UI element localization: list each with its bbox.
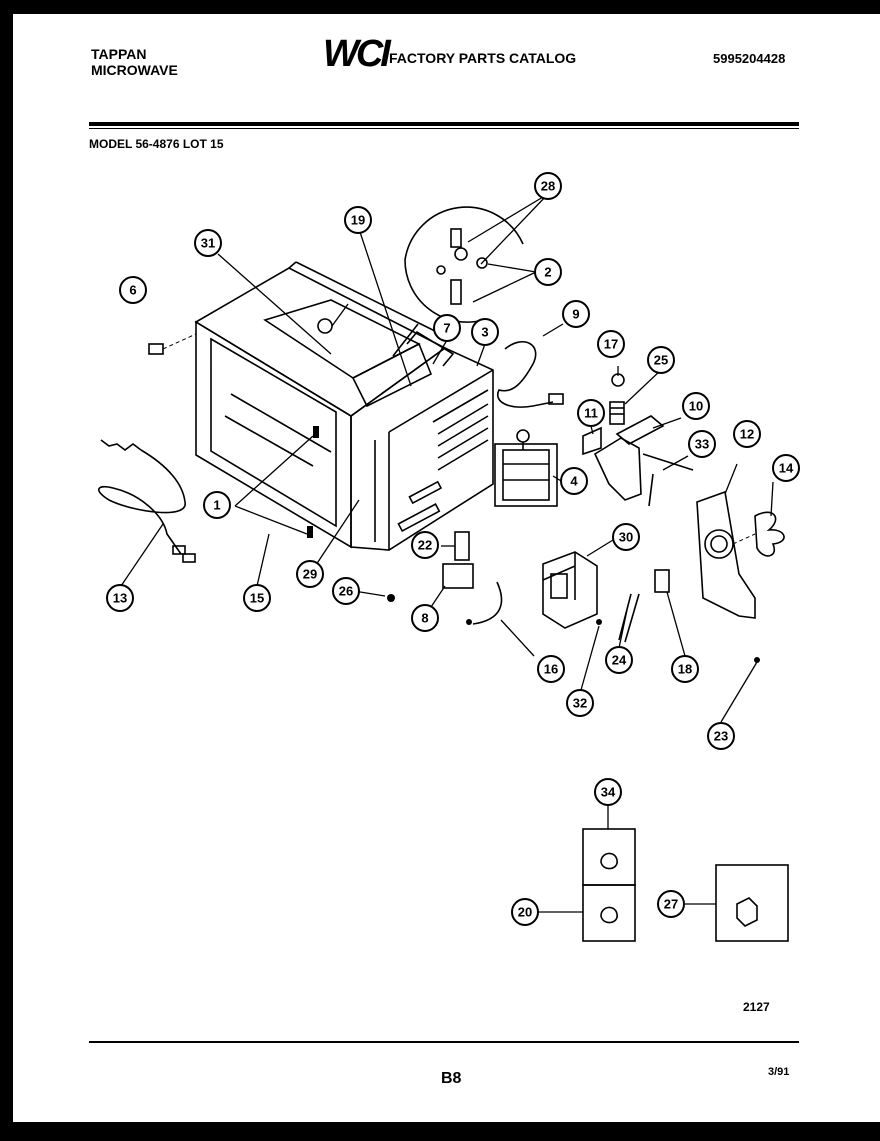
callout-30: 30: [612, 523, 640, 551]
callout-label: 24: [612, 653, 627, 668]
callout-27: 27: [657, 890, 685, 918]
callout-24: 24: [605, 646, 633, 674]
callout-3: 3: [471, 318, 499, 346]
callout-label: 13: [113, 591, 127, 606]
callout-12: 12: [733, 420, 761, 448]
parts-catalog-sheet: TAPPAN MICROWAVE WCI FACTORY PARTS CATAL…: [13, 14, 880, 1122]
callout-label: 22: [418, 538, 432, 553]
brand-line-2: MICROWAVE: [91, 62, 178, 78]
magnetron-4: [494, 429, 558, 507]
callout-17: 17: [597, 330, 625, 358]
callout-label: 19: [351, 213, 365, 228]
callout-16: 16: [537, 655, 565, 683]
thermal-parts: [618, 569, 760, 663]
callout-19: 19: [344, 206, 372, 234]
callout-31: 31: [194, 229, 222, 257]
leader-lines: [120, 193, 774, 913]
callout-20: 20: [511, 898, 539, 926]
callout-28: 28: [534, 172, 562, 200]
callout-32: 32: [566, 689, 594, 717]
callout-6: 6: [119, 276, 147, 304]
callout-label: 4: [570, 474, 578, 489]
blower-assembly: [696, 490, 785, 619]
callout-label: 26: [339, 584, 353, 599]
callout-label: 34: [601, 785, 616, 800]
latch-part-6: [148, 333, 197, 355]
callout-label: 29: [303, 567, 317, 582]
callout-10: 10: [682, 392, 710, 420]
callout-label: 28: [541, 179, 555, 194]
bracket-parts: [582, 373, 694, 507]
wci-logo: WCI: [323, 33, 391, 75]
callout-label: 14: [779, 461, 794, 476]
callout-34: 34: [594, 778, 622, 806]
callout-label: 3: [481, 325, 488, 340]
callout-9: 9: [562, 300, 590, 328]
callout-label: 30: [619, 530, 633, 545]
callout-label: 6: [129, 283, 136, 298]
model-label: MODEL 56-4876 LOT 15: [89, 137, 224, 151]
callout-label: 32: [573, 696, 587, 711]
power-cord-9: [496, 340, 564, 408]
callout-8: 8: [411, 604, 439, 632]
exploded-parts-diagram: 28 19 31 2 6 7 3 9 17 25 11 10 33 12 14 …: [98, 172, 800, 942]
callout-label: 9: [572, 307, 579, 322]
oven-cavity-drawing: [194, 261, 494, 551]
callout-7: 7: [433, 314, 461, 342]
catalog-number: 5995204428: [713, 51, 786, 66]
callout-33: 33: [688, 430, 716, 458]
header-rule-thin: [89, 128, 799, 129]
callout-label: 17: [604, 337, 618, 352]
diagram-code: 2127: [743, 1000, 770, 1014]
callout-2: 2: [534, 258, 562, 286]
brand-name: TAPPAN MICROWAVE: [91, 46, 178, 78]
revision-date: 3/91: [768, 1066, 790, 1078]
callout-15: 15: [243, 584, 271, 612]
switch-detail: [392, 206, 524, 357]
callout-11: 11: [577, 399, 605, 427]
callout-26: 26: [332, 577, 360, 605]
callout-label: 20: [518, 905, 532, 920]
catalog-title: FACTORY PARTS CATALOG: [389, 50, 577, 66]
callout-23: 23: [707, 722, 735, 750]
callout-4: 4: [560, 467, 588, 495]
callout-label: 12: [740, 427, 754, 442]
page-number: B8: [441, 1070, 462, 1087]
transformer-30: [542, 551, 602, 629]
callout-label: 18: [678, 662, 692, 677]
heater-13: [98, 439, 196, 563]
callout-label: 8: [421, 611, 428, 626]
header-rule: [89, 122, 799, 126]
callout-label: 1: [213, 498, 220, 513]
callout-label: 33: [695, 437, 709, 452]
callout-1: 1: [203, 491, 231, 519]
callout-label: 2: [544, 265, 551, 280]
brand-line-1: TAPPAN: [91, 46, 147, 62]
boxed-parts: [582, 828, 789, 942]
callout-18: 18: [671, 655, 699, 683]
callout-label: 31: [201, 236, 215, 251]
callout-label: 27: [664, 897, 678, 912]
callout-14: 14: [772, 454, 800, 482]
callout-label: 23: [714, 729, 728, 744]
footer-rule: [89, 1041, 799, 1043]
callout-label: 7: [443, 321, 450, 336]
callout-label: 25: [654, 353, 668, 368]
callout-label: 16: [544, 662, 558, 677]
callout-label: 11: [584, 406, 598, 421]
callout-25: 25: [647, 346, 675, 374]
callout-22: 22: [411, 531, 439, 559]
callout-label: 15: [250, 591, 264, 606]
callout-13: 13: [106, 584, 134, 612]
callout-29: 29: [296, 560, 324, 588]
callout-label: 10: [689, 399, 703, 414]
